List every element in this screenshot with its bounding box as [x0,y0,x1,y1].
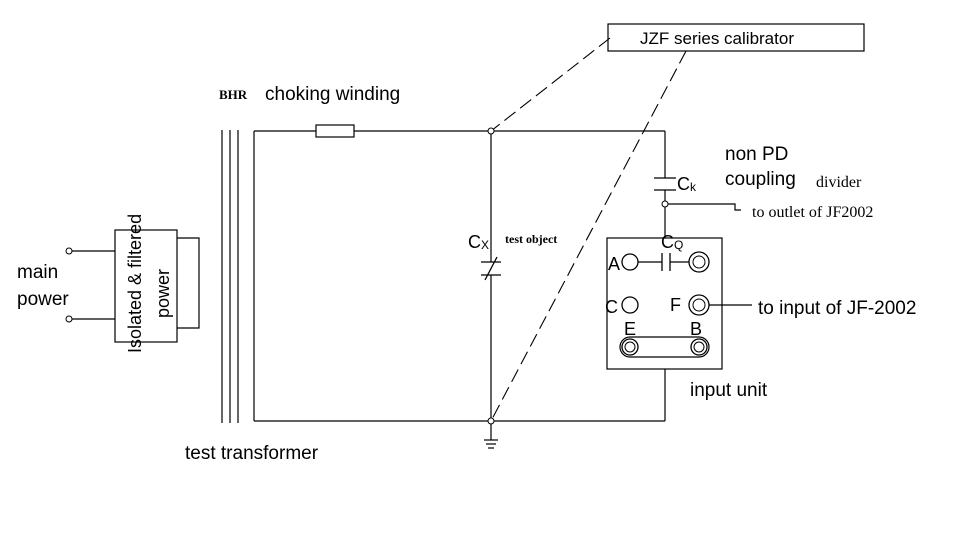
ck-label: Ck [677,174,697,194]
outlet-lead [668,203,741,211]
divider-label: divider [816,174,862,191]
choking-winding-symbol [315,124,355,138]
main-power-terminal-top [65,247,73,255]
isolation-secondary-loop [177,237,200,329]
terminal-b-bottom [690,338,708,356]
non-pd-label: non PD [725,144,788,165]
terminal-a-label: A [608,254,620,274]
terminal-c-label: C [605,297,618,317]
main-power-leads [72,250,115,320]
terminal-a [621,253,639,271]
shorting-bar [619,336,710,358]
calibrator-label: JZF series calibrator [640,29,794,48]
main-power-terminal-bottom [65,315,73,323]
test-object-label: test object [505,232,557,246]
junction-node-bottom [487,417,495,425]
junction-node-divider [661,200,669,208]
main-power-label: main [17,262,58,283]
test-transformer-label: test transformer [185,443,319,464]
coupling-label: coupling [725,169,796,190]
calibrator-lead-bottom [490,50,687,422]
coupling-capacitor-symbol [654,177,676,191]
terminal-c [621,296,639,314]
terminal-f-label: F [670,295,681,315]
isolated-filtered-label-line2: power [153,269,173,318]
terminal-b-label: B [690,319,702,339]
junction-node-top [487,127,495,135]
terminal-e [621,338,639,356]
choking-winding-label: choking winding [265,84,400,105]
to-outlet-label: to outlet of JF2002 [752,204,873,221]
calibrator-lead-top [490,37,611,132]
main-power-label-line2: power [17,289,69,310]
isolated-filtered-power-box [114,229,178,343]
terminal-b-top [688,251,710,273]
circuit-wiring [253,130,666,440]
ground-icon [484,439,498,449]
bhr-label: BHR [219,87,248,102]
cx-label: CX [468,232,489,252]
terminal-e-label: E [624,319,636,339]
terminal-f [688,294,710,316]
input-unit-label: input unit [690,380,768,401]
cq-label: CQ [661,232,683,252]
calibrator-box [607,23,865,52]
isolated-filtered-label: Isolated & filtered [125,214,145,353]
to-input-label: to input of JF-2002 [758,298,916,319]
test-object-capacitor-symbol [481,256,501,281]
transformer-core-lines [221,130,239,423]
